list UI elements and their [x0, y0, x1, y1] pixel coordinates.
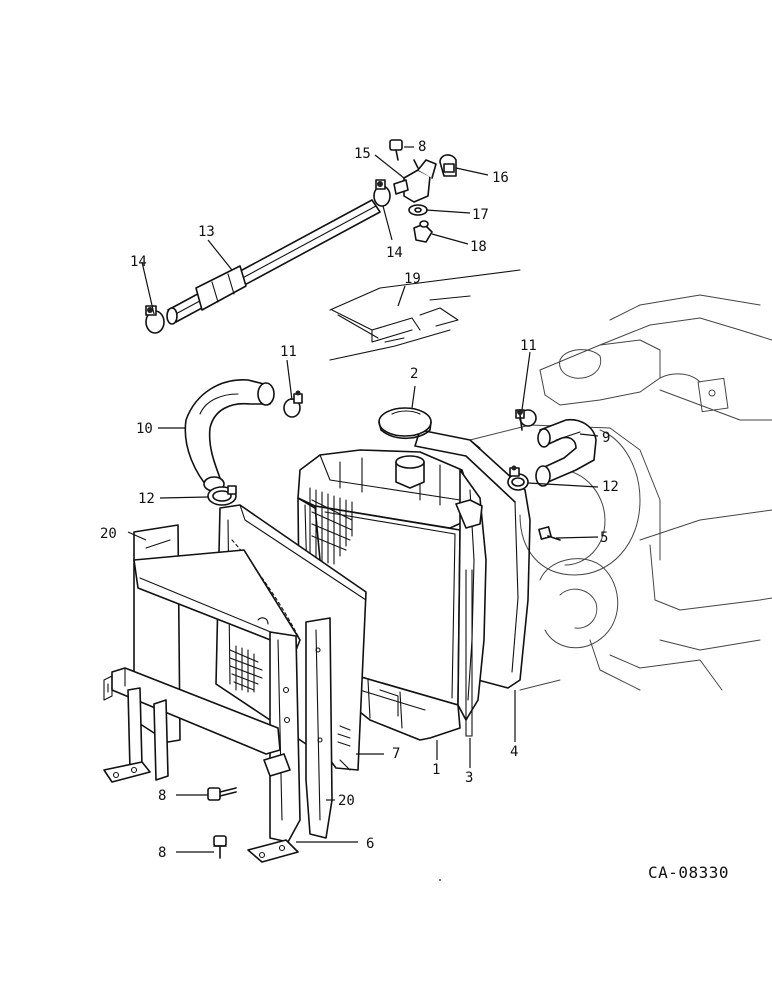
t-fitting-15 — [393, 159, 437, 203]
callout-8-bottom: 8 — [158, 845, 166, 861]
mounting-plate — [329, 269, 521, 361]
callout-15: 15 — [354, 146, 371, 162]
upper-radiator-hose — [184, 379, 275, 492]
bolt-8-top — [389, 139, 403, 161]
callout-14-right: 14 — [386, 245, 403, 261]
callout-labels: 1 2 3 4 5 6 7 8 8 8 9 10 11 11 12 12 13 … — [100, 139, 619, 861]
callout-5: 5 — [600, 530, 608, 546]
callout-13: 13 — [198, 224, 215, 240]
lower-radiator-hose — [535, 418, 597, 487]
speck — [439, 879, 441, 881]
callout-11-right: 11 — [520, 338, 537, 354]
callout-12-right: 12 — [602, 479, 619, 495]
radiator-cap — [378, 407, 432, 440]
clip-16 — [439, 154, 457, 177]
fan-shroud — [414, 429, 531, 689]
callout-9: 9 — [602, 430, 610, 446]
hose-clamp-14-left — [145, 305, 165, 334]
bolt-8-bottom — [213, 835, 227, 859]
washer-17 — [408, 204, 428, 216]
callout-2: 2 — [410, 366, 418, 382]
hose-clamp-12-right — [507, 465, 529, 491]
callout-19: 19 — [404, 271, 421, 287]
core-fins — [309, 487, 353, 565]
engine-outline — [469, 294, 772, 691]
callout-16: 16 — [492, 170, 509, 186]
callout-7: 7 — [392, 746, 400, 762]
callout-10: 10 — [136, 421, 153, 437]
callout-4: 4 — [510, 744, 518, 760]
callout-6: 6 — [366, 836, 374, 852]
callout-1: 1 — [432, 762, 440, 778]
callout-20-left: 20 — [100, 526, 117, 542]
hose-clamp-12-left — [207, 485, 237, 506]
callout-8-top: 8 — [418, 139, 426, 155]
callout-17: 17 — [472, 207, 489, 223]
nut-18 — [413, 220, 433, 243]
front-support-frame — [103, 524, 333, 863]
callout-12-left: 12 — [138, 491, 155, 507]
callout-8-middle: 8 — [158, 788, 166, 804]
hose-clamp-11-upper — [283, 390, 303, 418]
callout-14-left: 14 — [130, 254, 147, 270]
bolt-5 — [538, 526, 561, 541]
callout-18: 18 — [470, 239, 487, 255]
overflow-tube — [166, 199, 381, 325]
callout-11-upper: 11 — [280, 344, 297, 360]
hose-clamp-11-right — [515, 409, 537, 431]
drawing-code: CA-08330 — [648, 863, 729, 882]
hose-clamp-14-right — [373, 179, 391, 207]
bolt-8-middle — [207, 787, 237, 801]
leader-lines — [127, 146, 599, 853]
callout-20-right: 20 — [338, 793, 355, 809]
callout-3: 3 — [465, 770, 473, 786]
